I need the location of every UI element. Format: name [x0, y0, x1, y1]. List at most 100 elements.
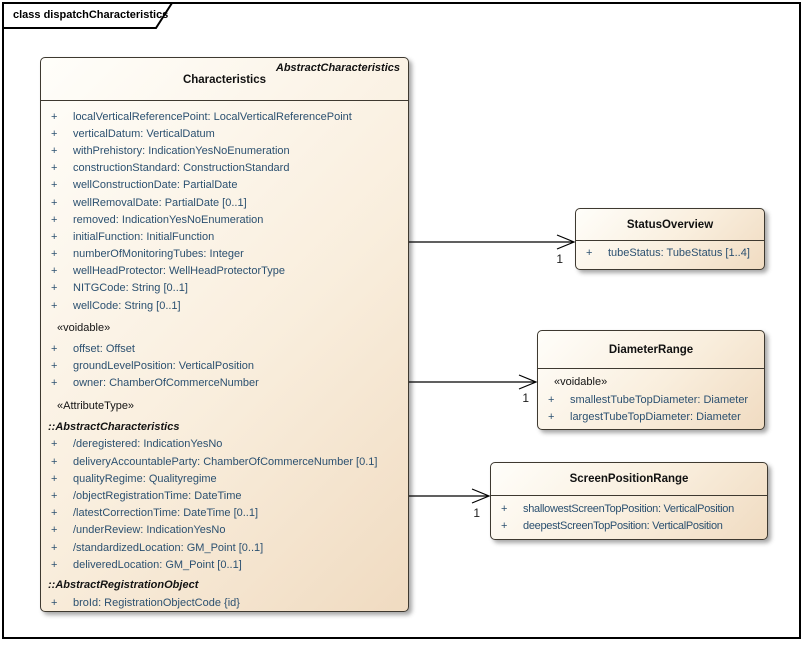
- attribute-text: wellConstructionDate: PartialDate: [73, 179, 238, 192]
- visibility-marker: +: [548, 410, 555, 423]
- visibility-marker: +: [51, 299, 58, 312]
- attribute-row: + tubeStatus: TubeStatus [1..4]: [576, 244, 764, 261]
- class-name: StatusOverview: [626, 218, 714, 231]
- attributes-compartment: «voidable» + smallestTubeTopDiameter: Diam…: [538, 369, 764, 425]
- attribute-text: /objectRegistrationTime: DateTime: [73, 489, 242, 502]
- attribute-row: + /objectRegistrationTime: DateTime: [41, 487, 408, 504]
- visibility-marker: +: [51, 558, 58, 571]
- class-header: AbstractCharacteristics Characteristics: [41, 58, 408, 101]
- stereotype-label: «AttributeType»: [57, 399, 135, 412]
- class-name: ScreenPositionRange: [569, 473, 689, 485]
- class-header: DiameterRange: [538, 331, 764, 369]
- visibility-marker: +: [51, 248, 58, 261]
- stereotype-label: «voidable»: [57, 322, 111, 335]
- attribute-row: +largestTubeTopDiameter: Diameter: [538, 408, 764, 425]
- attribute-row: +/standardizedLocation: GM_Point [0..1]: [41, 539, 408, 556]
- frame-tab-shape: [2, 2, 174, 29]
- attribute-row: +initialFunction: InitialFunction: [41, 228, 408, 245]
- attribute-text: owner: ChamberOfCommerceNumber: [73, 377, 259, 390]
- attribute-text: deliveredLocation: GM_Point [0..1]: [73, 558, 242, 571]
- class-header: ScreenPositionRange: [491, 463, 767, 496]
- attribute-row: + withPrehistory: IndicationYesNoEnumerat…: [41, 142, 408, 159]
- attribute-row: + removed: IndicationYesNoEnumeration: [41, 211, 408, 228]
- visibility-marker: +: [51, 162, 58, 175]
- attribute-row: + localVerticalReferencePoint: LocalVerti…: [41, 108, 408, 125]
- visibility-marker: +: [51, 472, 58, 485]
- attribute-row: +constructionStandard: ConstructionStand…: [41, 160, 408, 177]
- visibility-marker: +: [51, 489, 58, 502]
- attribute-text: NITGCode: String [0..1]: [73, 282, 188, 295]
- attribute-text: /deregistered: IndicationYesNo: [73, 438, 223, 451]
- attribute-text: deepestScreenTopPosition: VerticalPositi…: [523, 519, 723, 532]
- frame-title-tab: class dispatchCharacteristics: [2, 2, 182, 30]
- attribute-row: + broId: RegistrationObjectCode {id}: [41, 594, 408, 611]
- stereotype-label: «voidable»: [554, 376, 608, 388]
- class-header: StatusOverview: [576, 209, 764, 241]
- attribute-text: /standardizedLocation: GM_Point [0..1]: [73, 541, 264, 554]
- visibility-marker: +: [51, 110, 58, 123]
- attribute-text: /latestCorrectionTime: DateTime [0..1]: [73, 507, 259, 520]
- visibility-marker: +: [501, 519, 508, 532]
- visibility-marker: +: [51, 360, 58, 373]
- attribute-row: +verticalDatum: VerticalDatum: [41, 125, 408, 142]
- visibility-marker: +: [51, 265, 58, 278]
- visibility-marker: +: [51, 144, 58, 157]
- attribute-row: + deliveredLocation: GM_Point [0..1]: [41, 556, 408, 573]
- visibility-marker: +: [51, 455, 58, 468]
- class-statusoverview[interactable]: StatusOverview + tubeStatus: TubeStatus […: [575, 208, 765, 270]
- parent-class-label: AbstractCharacteristics: [275, 62, 400, 74]
- attribute-row: + qualityRegime: Qualityregime: [41, 470, 408, 487]
- visibility-marker: +: [51, 342, 58, 355]
- visibility-marker: +: [501, 502, 508, 515]
- attribute-text: wellHeadProtector: WellHeadProtectorType: [73, 265, 285, 278]
- class-name: DiameterRange: [608, 343, 694, 356]
- attribute-row: + groundLevelPosition: VerticalPosition: [41, 357, 408, 374]
- attribute-text: withPrehistory: IndicationYesNoEnumerati…: [73, 144, 290, 157]
- attribute-row: + numberOfMonitoringTubes: Integer: [41, 246, 408, 263]
- attribute-text: qualityRegime: Qualityregime: [73, 472, 217, 485]
- class-name: Characteristics: [182, 74, 267, 86]
- attribute-row: + smallestTubeTopDiameter: Diameter: [538, 391, 764, 408]
- visibility-marker: +: [51, 596, 58, 609]
- visibility-marker: +: [548, 393, 555, 406]
- attribute-row: + deliveryAccountableParty: ChamberOfComm…: [41, 453, 408, 470]
- attribute-row: + wellHeadProtector: WellHeadProtectorTyp…: [41, 263, 408, 280]
- visibility-marker: +: [51, 507, 58, 520]
- attribute-text: numberOfMonitoringTubes: Integer: [73, 248, 244, 261]
- attribute-row: + owner: ChamberOfCommerceNumber: [41, 375, 408, 392]
- attribute-row: +wellConstructionDate: PartialDate: [41, 177, 408, 194]
- attribute-row: + /latestCorrectionTime: DateTime [0..1]: [41, 505, 408, 522]
- attribute-row: + deepestScreenTopPosition: VerticalPosit…: [491, 517, 767, 534]
- visibility-marker: +: [51, 524, 58, 537]
- attributes-compartment: + shallowestScreenTopPosition: VerticalPo…: [491, 496, 767, 534]
- attribute-row: + NITGCode: String [0..1]: [41, 280, 408, 297]
- class-diameterrange[interactable]: DiameterRange «voidable» + smallestTubeTop…: [537, 330, 765, 430]
- visibility-marker: +: [51, 230, 58, 243]
- class-characteristics[interactable]: AbstractCharacteristics Characteristics …: [40, 57, 409, 612]
- attribute-text: offset: Offset: [73, 342, 135, 355]
- attribute-text: broId: RegistrationObjectCode {id}: [73, 596, 240, 609]
- visibility-marker: +: [51, 282, 58, 295]
- attribute-text: groundLevelPosition: VerticalPosition: [73, 360, 255, 373]
- attribute-row: +wellRemovalDate: PartialDate [0..1]: [41, 194, 408, 211]
- class-screenpositionrange[interactable]: ScreenPositionRange + shallowestScreenTop…: [490, 462, 768, 540]
- attribute-row: + offset: Offset: [41, 340, 408, 357]
- attribute-row: + shallowestScreenTopPosition: VerticalPo…: [491, 500, 767, 517]
- attributes-compartment: + tubeStatus: TubeStatus [1..4]: [576, 241, 764, 261]
- frame-title: class dispatchCharacteristics: [13, 9, 169, 21]
- visibility-marker: +: [51, 213, 58, 226]
- attribute-row: +/underReview: IndicationYesNo: [41, 522, 408, 539]
- attribute-text: removed: IndicationYesNoEnumeration: [73, 213, 264, 226]
- visibility-marker: +: [51, 196, 58, 209]
- attribute-text: tubeStatus: TubeStatus [1..4]: [608, 246, 750, 259]
- attribute-row: + wellCode: String [0..1]: [41, 297, 408, 314]
- attribute-text: deliveryAccountableParty: ChamberOfComme…: [73, 455, 378, 468]
- visibility-marker: +: [51, 377, 58, 390]
- attribute-text: wellCode: String [0..1]: [73, 299, 181, 312]
- attribute-text: smallestTubeTopDiameter: Diameter: [570, 393, 749, 406]
- attribute-text: localVerticalReferencePoint: LocalVertic…: [73, 110, 352, 123]
- visibility-marker: +: [586, 246, 593, 259]
- attribute-text: shallowestScreenTopPosition: VerticalPos…: [523, 502, 734, 515]
- attribute-text: verticalDatum: VerticalDatum: [73, 127, 215, 140]
